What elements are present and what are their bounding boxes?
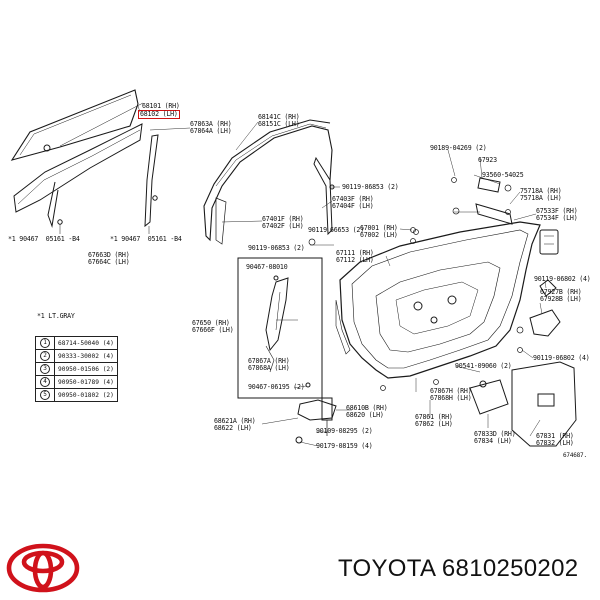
label-67401f: 67401F (RH) 67402F (LH) (262, 215, 304, 230)
door-hinge-drawing (295, 397, 337, 444)
logo-outer-ellipse (6, 543, 80, 593)
brand-part-number-caption: TOYOTA 6810250202 (338, 555, 579, 582)
label-67831: 67831 (RH) 67832 (LH) (536, 432, 574, 447)
label-68610b: 68610B (RH) 68620 (LH) (346, 404, 388, 419)
legend-row: 5 90950-01802 (2) (35, 388, 118, 402)
toyota-emblem-icon (6, 543, 80, 593)
label-67001: 67001 (RH) 67002 (LH) (360, 224, 398, 239)
label-90119-a: 90119-86853 (2) (342, 183, 399, 191)
legend-number-cell: 5 (35, 388, 55, 402)
leader-lines (137, 105, 547, 447)
legend-row: 2 90333-30002 (4) (35, 349, 118, 363)
label-67833d: 67833D (RH) 67834 (LH) (474, 430, 516, 445)
label-68102-highlighted: 68102 (LH) (138, 110, 180, 119)
legend-number: 1 (40, 338, 50, 348)
door-panel-drawing (335, 221, 541, 379)
label-90119-e: 90119-06802 (4) (533, 354, 590, 362)
label-90119-c: 90119-06853 (2) (248, 244, 305, 252)
window-regulator-drawing (237, 257, 323, 399)
label-67861: 67861 (RH) 67862 (LH) (415, 413, 453, 428)
legend-part-number: 90950-01802 (2) (54, 388, 118, 402)
label-75718a: 75718A (RH) 75718A (LH) (520, 187, 562, 202)
logo-vertical-ellipse (32, 550, 54, 590)
legend-row: 3 90950-01506 (2) (35, 362, 118, 376)
logo-horizontal-ellipse (21, 550, 65, 574)
label-68101: 68101 (RH) (142, 102, 180, 110)
legend-part-number: 68714-50040 (4) (54, 336, 118, 350)
label-67663d: 67663D (RH) 67664C (LH) (88, 251, 130, 266)
label-90179: 90179-08159 (4) (316, 442, 373, 450)
label-67650: 67650 (RH) 67666F (LH) (192, 319, 234, 334)
legend-number: 5 (40, 390, 50, 400)
label-67927b: 67927B (RH) 67928B (LH) (540, 288, 582, 303)
legend-part-number: 90950-01789 (4) (54, 375, 118, 389)
label-67533f: 67533F (RH) 67534F (LH) (536, 207, 578, 222)
glass-run-strip-drawing (13, 123, 159, 234)
door-frame-moulding-drawing (203, 119, 335, 245)
label-67923: 67923 (478, 156, 497, 164)
label-66653: 66653 (2) (330, 226, 364, 234)
label-67867a: 67867A (RH) 67868A (LH) (248, 357, 290, 372)
label-67867h: 67867H (RH) 67868H (LH) (430, 387, 472, 402)
legend-number: 2 (40, 351, 50, 361)
legend-number-cell: 3 (35, 362, 55, 376)
legend-part-number: 90950-01506 (2) (54, 362, 118, 376)
door-glass-drawing (10, 89, 144, 161)
label-90467-right: *1 90467 05161 -B4 (110, 235, 182, 243)
label-90119-b: 90119 (308, 226, 327, 234)
label-90541: 90541-09060 (2) (455, 362, 512, 370)
legend-number-cell: 4 (35, 375, 55, 389)
legend-number-cell: 2 (35, 349, 55, 363)
label-90109: 90109-08295 (2) (316, 427, 373, 435)
label-67111: 67111 (RH) 67112 (LH) (336, 249, 374, 264)
label-90189: 90189-04269 (2) (430, 144, 487, 152)
door-lock-drawing (475, 177, 561, 337)
door-trim-drawing (469, 361, 577, 447)
legend-number: 3 (40, 364, 50, 374)
label-90467-06195: 90467-06195 (2) (248, 383, 305, 391)
label-93560: 93560-54025 (482, 171, 524, 179)
label-68141c: 68141C (RH) 68151C (LH) (258, 113, 300, 128)
label-90467-08010: 90467-08010 (246, 263, 288, 271)
label-67863a: 67863A (RH) 67864A (LH) (190, 120, 232, 135)
label-90467-left: *1 90467 05161 -B4 (8, 235, 80, 243)
paint-note: *1 LT.GRAY (37, 312, 75, 320)
legend-part-number: 90333-30002 (4) (54, 349, 118, 363)
fastener-legend-table: 1 68714-50040 (4) 2 90333-30002 (4) 3 90950-0… (35, 336, 118, 402)
figure-reference: 674687. (563, 452, 587, 459)
legend-number-cell: 1 (35, 336, 55, 350)
legend-number: 4 (40, 377, 50, 387)
label-68621a: 68621A (RH) 68622 (LH) (214, 417, 256, 432)
legend-row: 1 68714-50040 (4) (35, 336, 118, 350)
label-67403f: 67403F (RH) 67404F (LH) (332, 195, 374, 210)
legend-row: 4 90950-01789 (4) (35, 375, 118, 389)
label-90119-d: 90119-06802 (4) (534, 275, 591, 283)
